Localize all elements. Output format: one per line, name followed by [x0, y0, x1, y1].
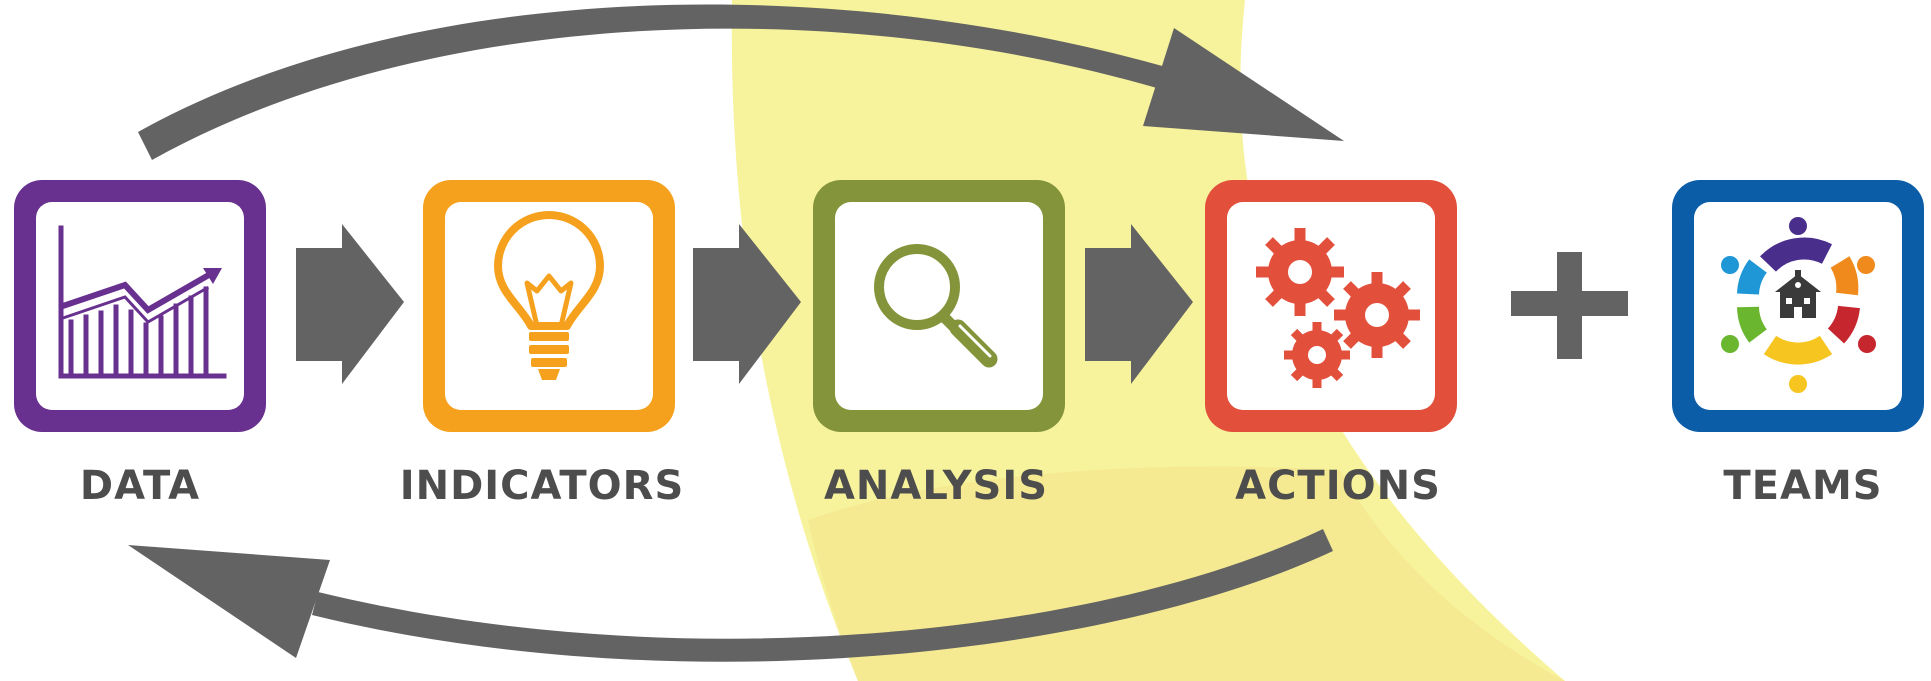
- actions-step: [1205, 180, 1457, 432]
- gears-icon: [1256, 228, 1420, 388]
- forward-arrow-3: [1085, 224, 1193, 384]
- actions-label: ACTIONS: [1235, 463, 1441, 509]
- forward-arrow-1: [296, 224, 404, 384]
- teams-label: TEAMS: [1723, 463, 1882, 509]
- forward-arrow-2: [693, 224, 801, 384]
- team-circle-icon: [1721, 217, 1876, 393]
- data-label: DATA: [80, 463, 200, 509]
- teams-step: [1672, 180, 1924, 432]
- bar-line-chart-icon: [58, 225, 227, 379]
- data-step: [14, 180, 266, 432]
- analysis-label: ANALYSIS: [824, 463, 1048, 509]
- analysis-step: [813, 180, 1065, 432]
- lightbulb-icon: [494, 211, 604, 380]
- magnifier-icon: [874, 244, 998, 368]
- indicators-step: [423, 180, 675, 432]
- plus-icon: [1511, 252, 1628, 359]
- top-feedback-arrow: [138, 4, 1344, 160]
- schoolhouse-icon: [1775, 270, 1821, 318]
- bottom-feedback-arrow: [128, 529, 1333, 662]
- indicators-label: INDICATORS: [400, 463, 685, 509]
